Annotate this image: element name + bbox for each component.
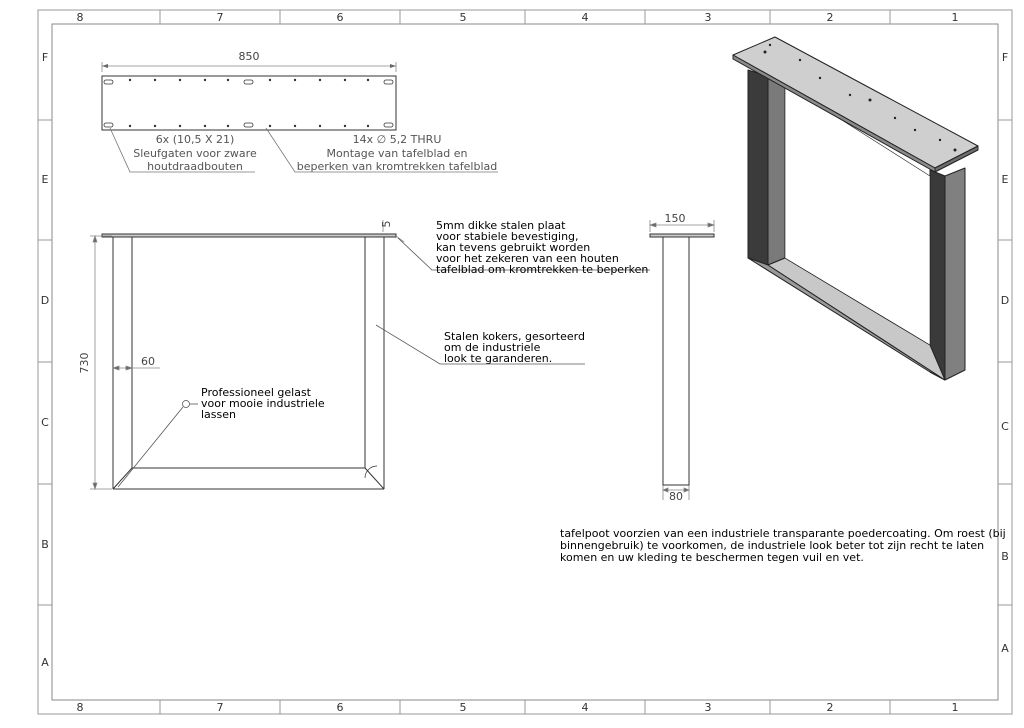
zone-row-a-left: A	[41, 656, 49, 669]
plate-note-line5: tafelblad om kromtrekken te beperken	[436, 263, 648, 276]
slot-note-line2: Sleufgaten voor zware	[133, 147, 257, 160]
zone-col-1-bottom: 1	[952, 701, 959, 714]
leg-height-dimension: 730	[78, 353, 91, 374]
zone-row-e-right: E	[1002, 173, 1009, 186]
zone-col-4-top: 4	[582, 11, 589, 24]
zone-ticks	[38, 10, 1012, 714]
plate-note-line3: kan tevens gebruikt worden	[436, 241, 590, 254]
weld-note-line2: voor mooie industriele	[201, 397, 325, 410]
zone-col-7-top: 7	[217, 11, 224, 24]
tube-width-dimension: 60	[141, 355, 155, 368]
hole-note-line3: beperken van kromtrekken tafelblad	[297, 160, 498, 173]
tube-note-line2: om de industriele	[444, 341, 541, 354]
zone-col-5-bottom: 5	[460, 701, 467, 714]
tube-note-line1: Stalen kokers, gesorteerd	[444, 330, 585, 343]
zone-col-5-top: 5	[460, 11, 467, 24]
side-view-leg	[648, 220, 716, 500]
slot-note-line1: 6x (10,5 X 21)	[156, 133, 235, 146]
zone-col-7-bottom: 7	[217, 701, 224, 714]
coating-note: tafelpoot voorzien van een industriele t…	[560, 527, 1006, 564]
zone-row-c-left: C	[41, 416, 49, 429]
zone-row-e-left: E	[42, 173, 49, 186]
side-top-dimension: 150	[665, 212, 686, 225]
zone-col-8-top: 8	[77, 11, 84, 24]
zone-row-b-left: B	[41, 538, 49, 551]
zone-col-1-top: 1	[952, 11, 959, 24]
zone-row-d-left: D	[41, 294, 49, 307]
height-dimension-lines	[90, 220, 405, 491]
zone-row-a-right: A	[1001, 642, 1009, 655]
zone-col-4-bottom: 4	[582, 701, 589, 714]
zone-col-2-bottom: 2	[827, 701, 834, 714]
plate-note-line2: voor stabiele bevestiging,	[436, 230, 579, 243]
zone-col-3-top: 3	[705, 11, 712, 24]
isometric-leg-view	[732, 36, 979, 381]
plate-width-dimension: 850	[239, 50, 260, 63]
zone-col-3-bottom: 3	[705, 701, 712, 714]
hole-note-line2: Montage van tafelblad en	[327, 147, 468, 160]
zone-col-2-top: 2	[827, 11, 834, 24]
zone-row-b-right: B	[1001, 550, 1009, 563]
plate-note-line1: 5mm dikke stalen plaat	[436, 219, 566, 232]
zone-col-8-bottom: 8	[77, 701, 84, 714]
top-view-plate	[101, 62, 498, 173]
side-bottom-dimension: 80	[669, 490, 683, 503]
slot-note-line3: houtdraadbouten	[147, 160, 243, 173]
hole-note-line1: 14x ∅ 5,2 THRU	[353, 133, 442, 146]
zone-row-f-right: F	[1002, 51, 1008, 64]
front-view-leaders	[117, 237, 650, 488]
zone-row-c-right: C	[1001, 420, 1009, 433]
weld-note-line1: Professioneel gelast	[201, 386, 312, 399]
zone-row-d-right: D	[1001, 294, 1009, 307]
plate-note-line4: voor het zekeren van een houten	[436, 252, 619, 265]
weld-note-line3: lassen	[201, 408, 236, 421]
plate-thickness-dimension: 5	[380, 221, 393, 228]
zone-row-f-left: F	[42, 51, 48, 64]
front-view-leg	[101, 233, 397, 490]
zone-col-6-bottom: 6	[337, 701, 344, 714]
zone-col-6-top: 6	[337, 11, 344, 24]
tube-note-line3: look te garanderen.	[444, 352, 552, 365]
